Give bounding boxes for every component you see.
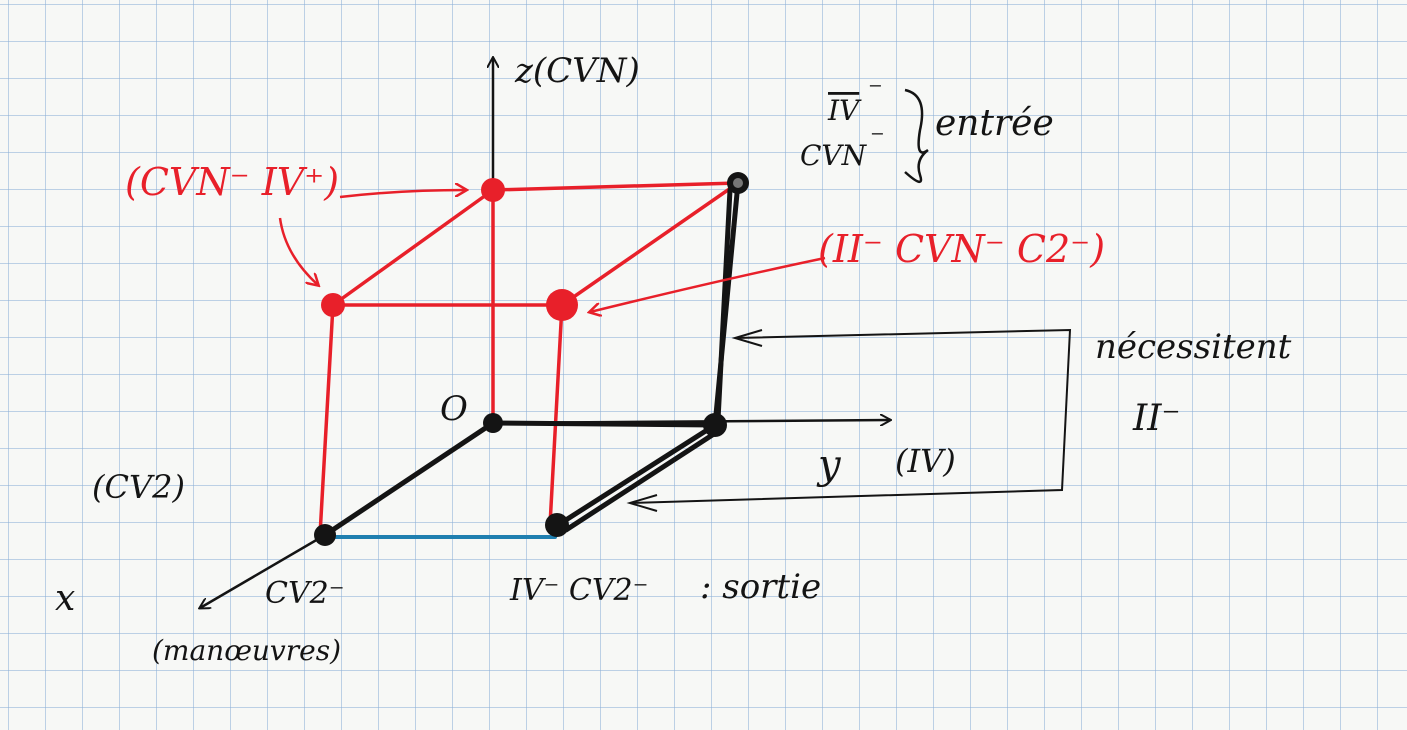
red-arrow-to-xz [278,217,318,285]
red-left-label: (CVN⁻ IV⁺) [125,160,339,204]
vertex-xz [321,293,345,317]
entree-bottom-label: CVN [800,139,868,172]
vertex-x [314,524,336,546]
vertex-z [481,178,505,202]
sortie-prefix: IV⁻ CV2⁻ [509,573,648,608]
y-axis-label: y [816,442,842,488]
entree-word: entrée [935,103,1054,144]
red-arrow-to-z [339,190,466,199]
necessitent-value: II⁻ [1132,398,1180,439]
vertex-origin [483,413,503,433]
entree-bottom-sign: ⁻ [870,122,885,155]
necessitent-arrow-top [731,329,763,347]
x-axis [200,533,326,608]
necessitent-label: nécessitent [1095,327,1292,367]
necessitent-bracket [629,328,1072,504]
z-axis-label: z(CVN) [514,51,640,91]
vertex-y [703,413,727,437]
entree-top-sign: ⁻ [868,74,883,107]
x-corner-label: CV2⁻ [265,576,345,611]
vertex-xy [545,513,569,537]
red-cube-edges [318,181,740,537]
entree-top-label: IV [827,94,862,127]
sortie-word: : sortie [700,567,821,607]
origin-label: O [440,389,468,429]
x-axis-label: x [55,578,75,619]
x-axis-annotation: (CV2) [92,468,185,506]
y-axis-annotation: (IV) [895,442,956,480]
entree-brace [904,88,929,183]
vertex-xyz [546,289,578,321]
red-right-label: (II⁻ CVN⁻ C2⁻) [818,227,1105,271]
necessitent-arrow-bottom [626,494,658,512]
black-cube-edges [322,180,741,538]
manoeuvres-label: (manœuvres) [152,634,341,667]
vertex-yz-inner [733,178,743,188]
red-arrow-to-xyz [590,256,826,312]
